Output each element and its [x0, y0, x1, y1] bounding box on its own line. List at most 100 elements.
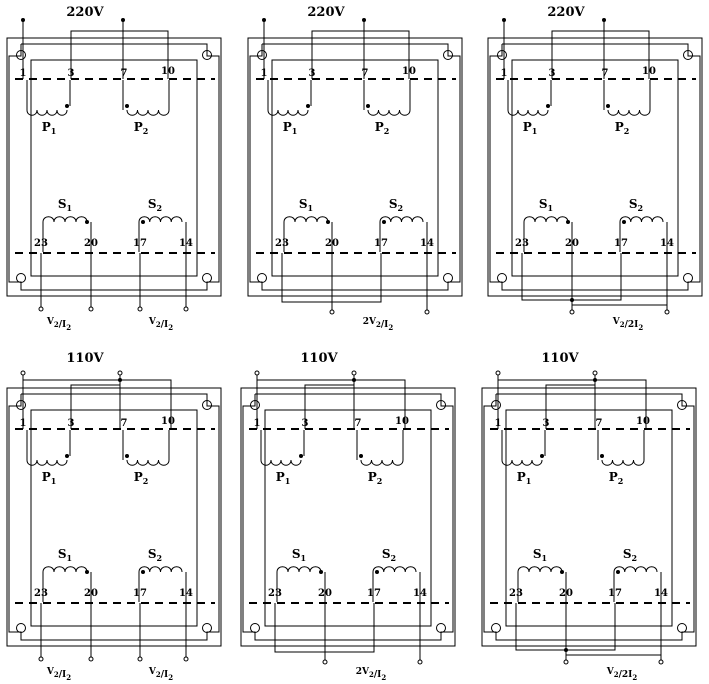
inner-frame [483, 393, 695, 641]
pin-17: 17 [133, 588, 147, 599]
pin-23: 23 [34, 588, 48, 599]
output-terminal-23 [38, 306, 44, 312]
p2-winding [367, 109, 411, 116]
s2-winding [372, 566, 417, 573]
output-terminal-14 [183, 656, 189, 662]
pin-7: 7 [362, 68, 369, 79]
pin-7: 7 [596, 418, 603, 429]
input-terminal [20, 370, 26, 376]
outer-frame [481, 387, 697, 647]
output-label-s2: V2/I2 [148, 667, 173, 680]
p1-winding [260, 459, 302, 466]
junction-dot [118, 378, 122, 382]
output-terminal-14 [664, 309, 670, 315]
pin-17: 17 [608, 588, 622, 599]
mounting-hole-icon [250, 623, 260, 633]
p1-winding [26, 109, 68, 116]
s2-polarity-dot [141, 570, 145, 574]
output-label: V2/2I2 [606, 667, 638, 680]
core-window [30, 409, 198, 627]
s1-polarity-dot [319, 570, 323, 574]
p2-polarity-dot [366, 104, 370, 108]
output-terminal-20 [322, 659, 328, 665]
s1-label: S1 [292, 547, 306, 563]
transformer-diagram-3: 1371023201714P1P2S1S2220VV2/2I2 [487, 5, 703, 332]
input-terminal [602, 18, 606, 22]
inner-frame [8, 393, 220, 641]
p2-label: P2 [615, 120, 630, 136]
series-link-3-10 [70, 30, 169, 79]
s2-winding [619, 216, 664, 223]
input-terminal [362, 18, 366, 22]
mounting-hole-icon [202, 273, 212, 283]
input-voltage-label: 110V [541, 351, 579, 366]
inner-frame [8, 43, 220, 291]
inner-frame [489, 43, 701, 291]
pin-17: 17 [374, 238, 388, 249]
mounting-hole-icon [491, 623, 501, 633]
p2-label: P2 [375, 120, 390, 136]
parallel-link-1-10 [22, 375, 172, 429]
s2-label: S2 [148, 547, 162, 563]
outer-frame [6, 37, 222, 297]
output-terminal-20 [329, 309, 335, 315]
pin-7: 7 [121, 68, 128, 79]
input-voltage-label: 110V [300, 351, 338, 366]
p2-label: P2 [609, 470, 624, 486]
output-label-s1: V2/I2 [46, 667, 71, 680]
core-window [511, 59, 679, 277]
parallel-link-20-14 [571, 253, 668, 306]
output-label-s1: V2/I2 [46, 317, 71, 332]
input-terminal [21, 18, 25, 22]
parallel-link-20-14 [565, 603, 662, 656]
pin-17: 17 [614, 238, 628, 249]
p2-winding [607, 109, 651, 116]
s2-label: S2 [629, 197, 643, 213]
output-terminal-14 [417, 659, 423, 665]
input-terminal [117, 370, 123, 376]
outer-frame [240, 387, 456, 647]
p1-polarity-dot [546, 104, 550, 108]
s1-winding [42, 566, 88, 573]
mounting-hole-icon [202, 623, 212, 633]
core-window [30, 59, 198, 277]
transformer-diagram-5: 1371023201714P1P2S1S2110V2V2/I2 [240, 351, 456, 682]
s1-winding [523, 216, 569, 223]
output-label: 2V2/I2 [356, 667, 387, 680]
output-terminal-23 [38, 656, 44, 662]
outer-frame [247, 37, 463, 297]
s2-polarity-dot [141, 220, 145, 224]
mounting-hole-icon [202, 50, 212, 60]
p1-label: P1 [42, 120, 57, 136]
mounting-hole-icon [16, 273, 26, 283]
transformer-diagram-6: 1371023201714P1P2S1S2110VV2/2I2 [481, 351, 697, 682]
s2-label: S2 [148, 197, 162, 213]
mounting-hole-icon [443, 273, 453, 283]
pin-23: 23 [34, 238, 48, 249]
pin-10: 10 [161, 416, 175, 427]
mounting-hole-icon [683, 273, 693, 283]
s1-polarity-dot [326, 220, 330, 224]
p2-polarity-dot [600, 454, 604, 458]
s2-polarity-dot [616, 570, 620, 574]
p2-winding [360, 459, 404, 466]
input-terminal [502, 18, 506, 22]
p2-polarity-dot [606, 104, 610, 108]
p1-winding [267, 109, 309, 116]
pin-17: 17 [133, 238, 147, 249]
parallel-link-3-7 [304, 375, 355, 429]
s2-label: S2 [389, 197, 403, 213]
output-terminal-14 [658, 659, 664, 665]
pin-7: 7 [121, 418, 128, 429]
p1-polarity-dot [65, 454, 69, 458]
input-terminal [592, 370, 598, 376]
output-terminal-14 [424, 309, 430, 315]
s1-polarity-dot [85, 220, 89, 224]
s1-polarity-dot [566, 220, 570, 224]
p1-label: P1 [276, 470, 291, 486]
parallel-link-3-7 [545, 375, 596, 429]
mounting-hole-icon [202, 400, 212, 410]
mounting-hole-icon [257, 273, 267, 283]
